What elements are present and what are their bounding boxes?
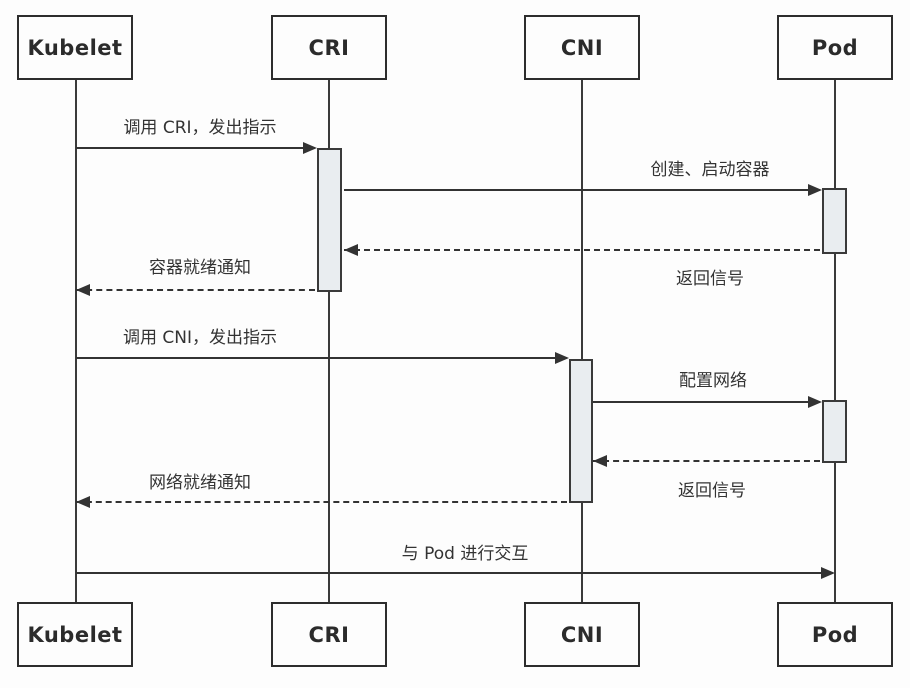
- message-arrow-kubelet-to-pod: [76, 566, 835, 580]
- lifeline-kubelet: [75, 80, 77, 603]
- message-label-call-cni: 调用 CNI，发出指示: [122, 328, 277, 348]
- arrow-line: [593, 460, 820, 462]
- message-label-call-cri: 调用 CRI，发出指示: [123, 118, 277, 138]
- lifeline-cri: [328, 80, 330, 603]
- activation-bar-cri: [317, 148, 342, 292]
- actor-label: CRI: [308, 35, 350, 60]
- return-arrow-cni-to-kubelet: [76, 495, 569, 509]
- arrow-line: [76, 357, 567, 359]
- lifeline-cni: [581, 80, 583, 603]
- arrowhead-right-icon: [821, 567, 835, 579]
- arrowhead-right-icon: [808, 184, 822, 196]
- actor-label: CNI: [560, 35, 604, 60]
- arrowhead-left-icon: [344, 244, 358, 256]
- actor-label: CNI: [560, 622, 604, 647]
- activation-bar-pod-1: [822, 188, 847, 254]
- actor-box-cni-top: CNI: [524, 15, 640, 80]
- return-arrow-cri-to-kubelet: [76, 283, 317, 297]
- return-arrow-pod-to-cri: [344, 243, 822, 257]
- arrow-line: [344, 249, 820, 251]
- message-label-create-container: 创建、启动容器: [650, 160, 770, 180]
- actor-box-kubelet-top: Kubelet: [17, 15, 133, 80]
- actor-box-pod-top: Pod: [777, 15, 893, 80]
- lifeline-pod: [834, 80, 836, 603]
- arrowhead-right-icon: [555, 352, 569, 364]
- message-label-return-signal-2: 返回信号: [678, 481, 746, 501]
- actor-box-cni-bottom: CNI: [524, 602, 640, 667]
- arrowhead-left-icon: [76, 284, 90, 296]
- message-arrow-cni-to-pod: [593, 395, 822, 409]
- arrowhead-left-icon: [76, 496, 90, 508]
- message-label-network-ready: 网络就绪通知: [149, 473, 251, 493]
- message-label-configure-network: 配置网络: [679, 371, 747, 391]
- actor-label: Pod: [811, 35, 859, 60]
- activation-bar-cni: [569, 359, 593, 503]
- activation-bar-pod-2: [822, 400, 847, 463]
- arrowhead-right-icon: [303, 142, 317, 154]
- actor-label: Pod: [811, 622, 859, 647]
- actor-box-cri-top: CRI: [271, 15, 387, 80]
- return-arrow-pod-to-cni: [593, 454, 822, 468]
- arrow-line: [344, 189, 820, 191]
- arrow-line: [76, 289, 315, 291]
- actor-box-kubelet-bottom: Kubelet: [17, 602, 133, 667]
- message-label-return-signal-1: 返回信号: [676, 269, 744, 289]
- actor-box-cri-bottom: CRI: [271, 602, 387, 667]
- actor-label: Kubelet: [27, 622, 123, 647]
- actor-label: Kubelet: [27, 35, 123, 60]
- arrow-line: [76, 572, 833, 574]
- arrow-line: [593, 401, 820, 403]
- message-arrow-cri-to-pod: [344, 183, 822, 197]
- message-label-container-ready: 容器就绪通知: [149, 258, 251, 278]
- arrowhead-left-icon: [593, 455, 607, 467]
- actor-box-pod-bottom: Pod: [777, 602, 893, 667]
- message-label-interact-with-pod: 与 Pod 进行交互: [401, 544, 529, 564]
- arrow-line: [76, 147, 315, 149]
- arrowhead-right-icon: [808, 396, 822, 408]
- message-arrow-kubelet-to-cni: [76, 351, 569, 365]
- actor-label: CRI: [308, 622, 350, 647]
- message-arrow-kubelet-to-cri: [76, 141, 317, 155]
- arrow-line: [76, 501, 567, 503]
